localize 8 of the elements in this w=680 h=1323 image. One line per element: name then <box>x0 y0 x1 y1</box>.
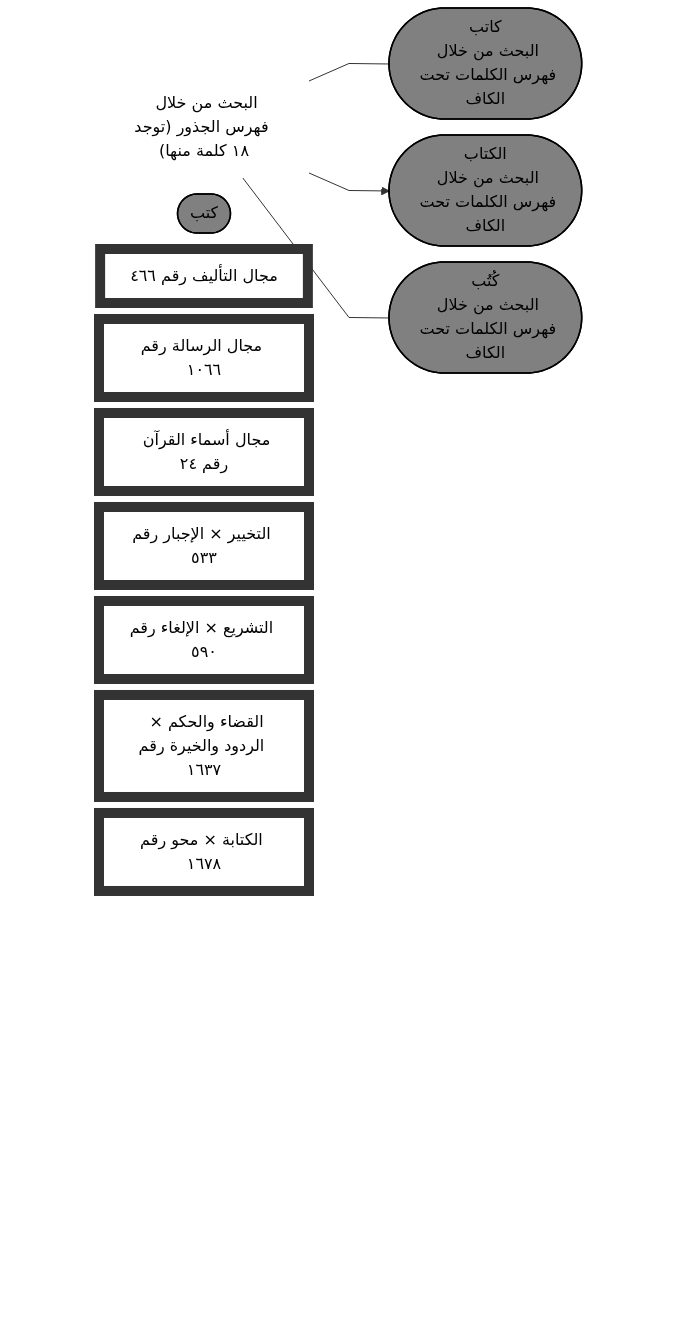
node-box: الكتابة × محو رقم ١٦٧٨ <box>93 808 314 896</box>
node-box: مجال الرسالة رقم ١٠٦٦ <box>93 314 314 402</box>
node-box: القضاء والحكم × الردود والخيرة رقم ١٦٣٧ <box>93 690 314 802</box>
node-box: التخيير × الإجبار رقم ٥٣٣ <box>93 502 314 590</box>
node-text: البحث من خلال فهرس الجذور (توجد ١٨ كلمة منها) <box>133 93 269 160</box>
node-box: التشريع × الإلغاء رقم ٥٩٠ <box>93 596 314 684</box>
node-box: مجال أسماء القرآن رقم ٢٤ <box>93 408 314 496</box>
node-box: مجال التأليف رقم ٤٦٦ <box>94 244 313 308</box>
